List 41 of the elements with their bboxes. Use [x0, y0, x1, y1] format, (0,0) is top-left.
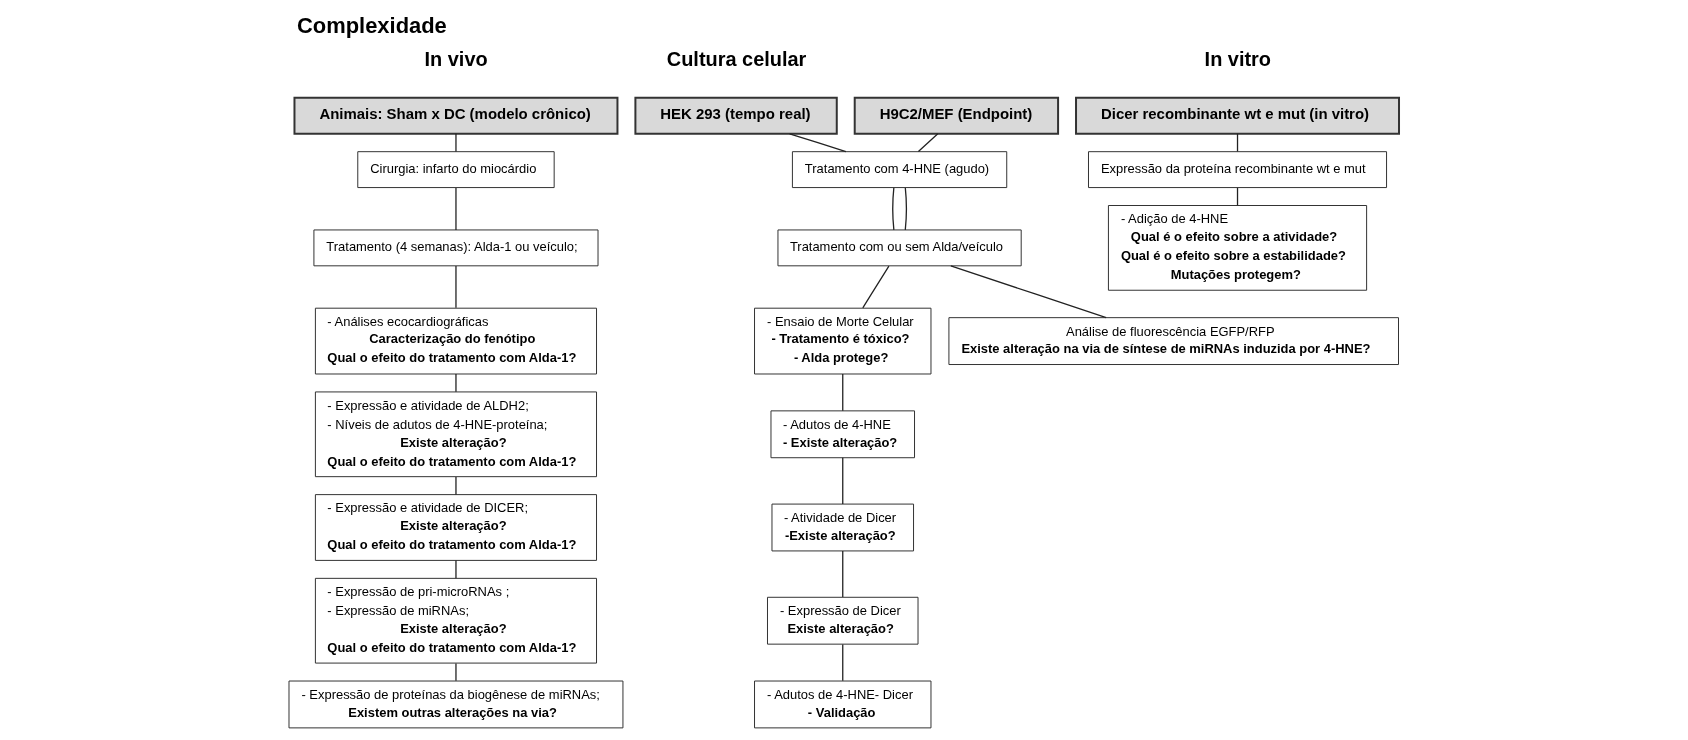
connector	[842, 373, 844, 412]
node-box: - Adutos de 4-HNE - Existe alteração?	[770, 410, 916, 459]
connector	[455, 265, 457, 309]
connector	[455, 559, 457, 579]
connector	[455, 476, 457, 496]
node-box: - Adutos de 4-HNE- Dicer - Validação	[754, 680, 932, 729]
node-box: HEK 293 (tempo real)	[634, 96, 838, 135]
connector	[892, 187, 895, 231]
node-box: Expressão da proteína recombinante wt e mut	[1088, 151, 1388, 189]
node-box: Tratamento com ou sem Alda/veículo	[777, 229, 1022, 267]
node-box: - Expressão e atividade de ALDH2; - Níveis de adutos de 4-HNE-proteína; Existe alteração? Qual o efeito do tratamento com Alda-1?	[314, 391, 597, 478]
connector	[455, 187, 457, 231]
node-box: - Expressão de pri-microRNAs ; - Expressão de miRNAs; Existe alteração? Qual o efeito do tratamento com Alda-1?	[314, 577, 597, 664]
connector	[455, 373, 457, 393]
node-box: - Expressão de proteínas da biogênese de miRNAs; Existem outras alterações na via?	[288, 680, 624, 729]
node-box: - Atividade de Dicer -Existe alteração?	[771, 503, 915, 552]
connector	[842, 643, 844, 682]
node-box: - Expressão de Dicer Existe alteração?	[767, 596, 919, 645]
connector	[842, 457, 844, 505]
node-box: Tratamento com 4-HNE (agudo)	[791, 151, 1008, 189]
node-box: Cirurgia: infarto do miocárdio	[357, 151, 555, 189]
node-box: - Análises ecocardiográficas Caracterização do fenótipo Qual o efeito do tratamento com Alda-1?	[314, 307, 597, 375]
diagram-title: Complexidade	[296, 12, 447, 38]
label: Cultura celular	[666, 47, 807, 70]
node-box: Tratamento (4 semanas): Alda-1 ou veículo;	[313, 229, 599, 267]
node-box: H9C2/MEF (Endpoint)	[853, 96, 1060, 135]
connector	[917, 133, 939, 153]
node-box: Dicer recombinante wt e mut (in vitro)	[1075, 96, 1400, 135]
connector	[950, 265, 1107, 319]
connector	[842, 550, 844, 598]
node-box: Animais: Sham x DC (modelo crônico)	[293, 96, 619, 135]
connector	[862, 265, 890, 309]
connector	[455, 662, 457, 682]
node-box: - Ensaio de Morte Celular - Tratamento é tóxico? - Alda protege?	[754, 307, 932, 375]
node-box: - Expressão e atividade de DICER; Existe alteração? Qual o efeito do tratamento com Alda-1?	[314, 494, 597, 561]
node-box: - Adição de 4-HNE Qual é o efeito sobre a atividade? Qual é o efeito sobre a estabilidade? Mutações protegem?	[1107, 205, 1368, 291]
connector	[904, 187, 907, 231]
connector	[455, 133, 457, 153]
label: In vivo	[424, 47, 488, 70]
node-box: Análise de fluorescência EGFP/RFP Existe alteração na via de síntese de miRNAs induzida por 4-HNE?	[948, 317, 1399, 365]
label: In vitro	[1204, 47, 1272, 70]
